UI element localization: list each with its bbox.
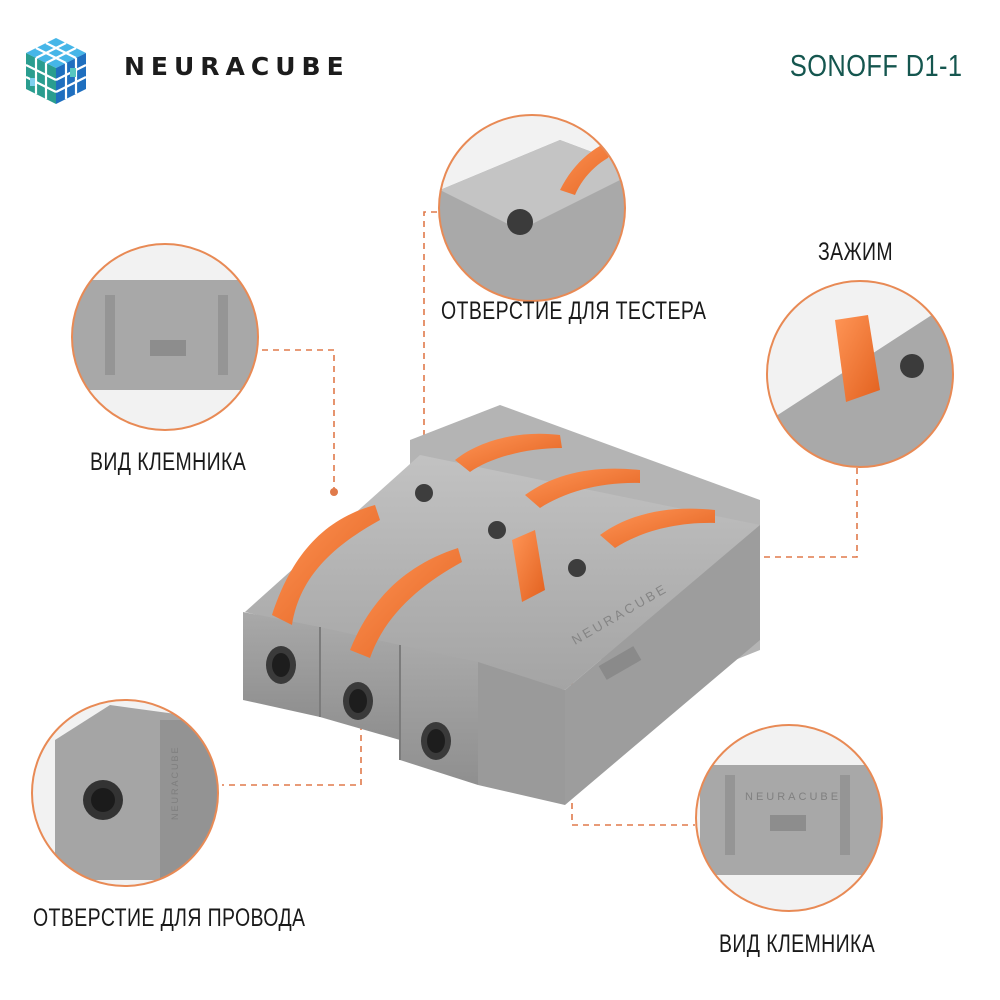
embossed-brand-view-callout: NEURACUBE [745,791,841,803]
label-wire-hole: ОТВЕРСТИЕ ДЛЯ ПРОВОДА [33,904,306,932]
brand-name: NEURACUBE [124,52,350,81]
label-clamp: ЗАЖИМ [818,238,894,266]
callout-tester-hole [438,114,626,302]
model-name: SONOFF D1-1 [789,48,962,83]
cube-logo-icon [25,38,87,104]
terminal-block [243,405,760,805]
embossed-brand-wire-callout: NEURACUBE [170,745,180,820]
label-terminal-view-bottom: ВИД КЛЕМНИКА [719,930,876,958]
callout-terminal-view-top [71,243,259,431]
callout-clamp [766,280,954,468]
label-terminal-view-top: ВИД КЛЕМНИКА [90,448,247,476]
callout-wire-hole [31,699,219,887]
callout-terminal-view-bottom [695,724,883,912]
label-tester-hole: ОТВЕРСТИЕ ДЛЯ ТЕСТЕРА [441,297,707,325]
